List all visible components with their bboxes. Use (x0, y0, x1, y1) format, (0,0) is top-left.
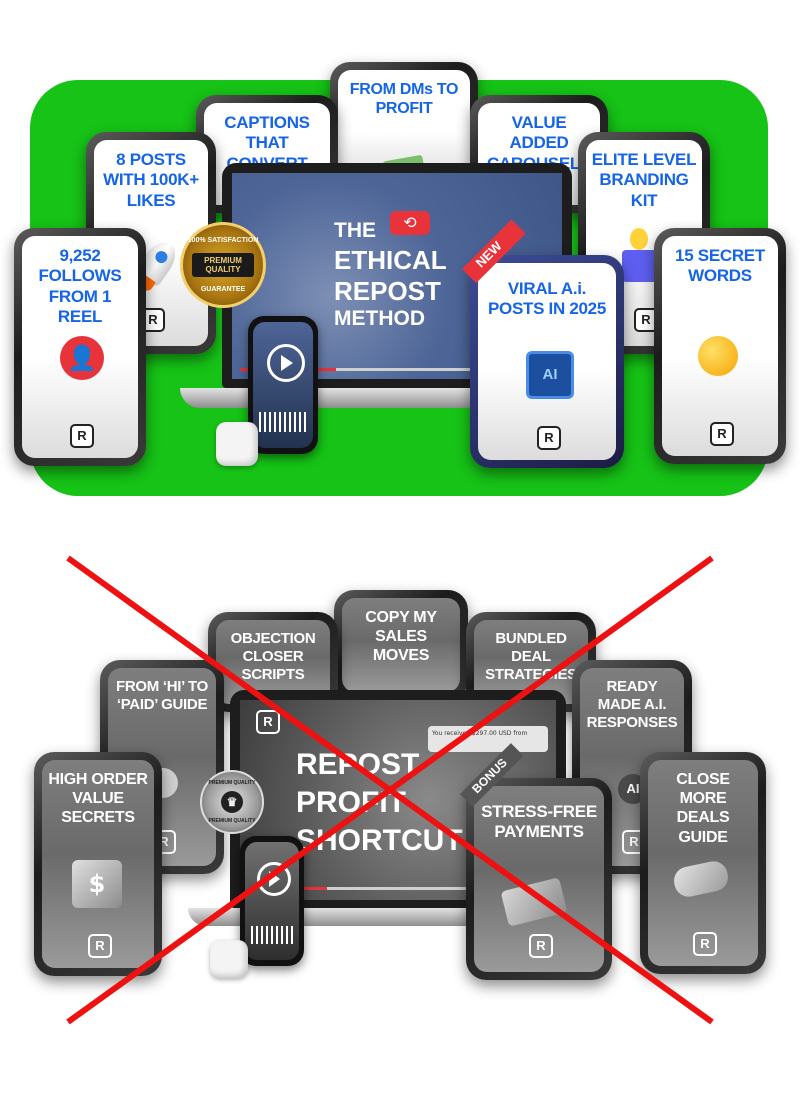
tablet-9252-follows: 9,252 FOLLOWS FROM 1 REEL 👤 R (14, 228, 146, 466)
smartphone (248, 316, 318, 454)
airpods-case (216, 422, 258, 466)
brand-r-logo: R (70, 424, 94, 448)
badge-bottom-text: PREMIUM QUALITY (208, 818, 256, 824)
lightbulb-box-icon (622, 228, 658, 282)
brand-r-logo: R (693, 932, 717, 956)
brand-r-logo: R (537, 426, 561, 450)
audio-waveform-icon (259, 412, 307, 432)
repost-icon: ⟲ (390, 211, 430, 235)
main-title-line4: METHOD (334, 307, 425, 330)
tablet-label: 8 POSTS WITH 100K+ LIKES (103, 150, 199, 210)
surprised-emoji-icon (698, 336, 738, 376)
brand-r-logo: R (710, 422, 734, 446)
satisfaction-guarantee-badge: 100% SATISFACTION PREMIUM QUALITY GUARAN… (180, 222, 266, 308)
tablet-label: VIRAL A.i. POSTS IN 2025 (488, 279, 606, 319)
tablet-label: OBJECTION CLOSER SCRIPTS (230, 630, 316, 683)
play-icon (267, 344, 305, 382)
airpods-case (210, 940, 248, 978)
tablet-label: COPY MY SALES MOVES (365, 609, 437, 665)
tablet-label: FROM ‘HI’ TO ‘PAID’ GUIDE (116, 678, 208, 713)
tablet-label: 15 SECRET WORDS (675, 246, 765, 286)
main-title-line1: THE (334, 219, 376, 242)
crown-icon: ♛ (221, 791, 243, 813)
main-title-line3: REPOST (334, 276, 441, 306)
audio-waveform-icon (251, 926, 295, 944)
dollar-box-icon: $ (72, 860, 122, 908)
tablet-label: HIGH ORDER VALUE SECRETS (48, 771, 148, 827)
notification-text: You received $297.00 USD from (432, 730, 528, 737)
brand-r-logo: R (256, 710, 280, 734)
tablet-close-more-deals: CLOSE MORE DEALS GUIDE R (640, 752, 766, 974)
brand-r-logo: R (88, 934, 112, 958)
ai-chip-icon: AI (526, 351, 574, 399)
red-cross-out-icon (66, 555, 714, 1025)
play-icon (257, 862, 291, 896)
tablet-stress-free-payments: STRESS-FREE PAYMENTS R BONUS (460, 743, 612, 980)
tablet-label: STRESS-FREE PAYMENTS (481, 802, 597, 842)
tablet-label: READY MADE A.I. RESPONSES (586, 678, 678, 731)
tablet-from-dms: FROM DMs TO PROFIT (330, 62, 478, 190)
tablet-label: CLOSE MORE DEALS GUIDE (676, 771, 730, 846)
premium-quality-badge: PREMIUM QUALITY ♛ PREMIUM QUALITY (200, 770, 264, 834)
tablet-copy-my-sales-moves: COPY MY SALES MOVES (334, 590, 468, 700)
badge-bottom-text: GUARANTEE (200, 286, 246, 293)
tablet-high-order-value: HIGH ORDER VALUE SECRETS $ R (34, 752, 162, 976)
main-title-line2: ETHICAL (334, 245, 447, 275)
tablet-viral-ai: VIRAL A.i. POSTS IN 2025 AI R NEW (462, 219, 624, 468)
add-user-icon: 👤 (60, 336, 104, 380)
tablet-label: FROM DMs TO PROFIT (349, 81, 459, 118)
badge-top-text: PREMIUM QUALITY (208, 780, 256, 786)
badge-top-text: 100% SATISFACTION (187, 237, 259, 244)
cross-line-2 (66, 555, 714, 1025)
tablet-label: 9,252 FOLLOWS FROM 1 REEL (38, 246, 122, 327)
tablet-15-secret-words: 15 SECRET WORDS R (654, 228, 786, 464)
brand-r-logo: R (529, 934, 553, 958)
tablet-label: ELITE LEVEL BRANDING KIT (591, 150, 697, 210)
badge-middle-text: PREMIUM QUALITY (192, 253, 254, 277)
